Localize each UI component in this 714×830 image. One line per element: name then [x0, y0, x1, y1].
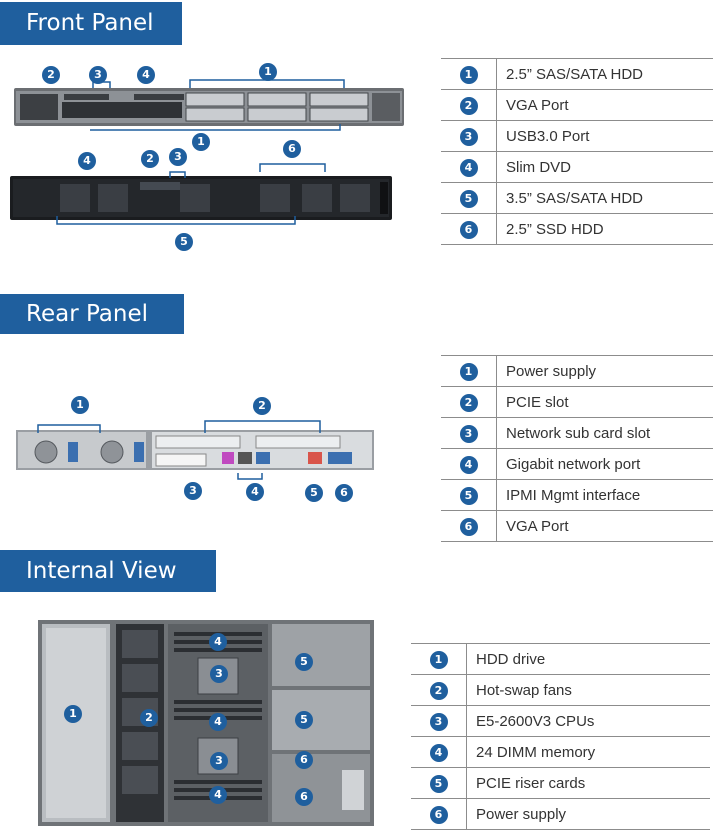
legend-label: Slim DVD — [496, 151, 713, 183]
internal-callout-5a: 5 — [295, 653, 313, 671]
legend-label: E5-2600V3 CPUs — [466, 705, 710, 737]
internal-view-image — [38, 620, 374, 826]
rear-panel-title: Rear Panel — [0, 294, 184, 334]
front-callout-4a: 4 — [137, 66, 155, 84]
legend-label: 3.5” SAS/SATA HDD — [496, 182, 713, 214]
legend-label: VGA Port — [496, 89, 713, 121]
legend-label: HDD drive — [466, 643, 710, 675]
legend-label: IPMI Mgmt interface — [496, 479, 713, 511]
legend-label: USB3.0 Port — [496, 120, 713, 152]
internal-view-title: Internal View — [0, 550, 216, 592]
legend-label: 24 DIMM memory — [466, 736, 710, 768]
internal-callout-4b: 4 — [209, 713, 227, 731]
internal-callout-3a: 3 — [210, 665, 228, 683]
rear-callout-4: 4 — [246, 483, 264, 501]
legend-label: 2.5” SAS/SATA HDD — [496, 58, 713, 90]
internal-callout-5b: 5 — [295, 711, 313, 729]
legend-label: Hot-swap fans — [466, 674, 710, 706]
rear-callout-2: 2 — [253, 397, 271, 415]
front-callout-5a: 5 — [175, 233, 193, 251]
legend-label: 2.5” SSD HDD — [496, 213, 713, 245]
front-callout-6a: 6 — [283, 140, 301, 158]
legend-label: VGA Port — [496, 510, 713, 542]
rear-callout-3: 3 — [184, 482, 202, 500]
front-1u-server-image — [14, 88, 404, 126]
front-dark-bracket-lines — [56, 163, 326, 225]
legend-label: PCIE slot — [496, 386, 713, 418]
rear-callout-1: 1 — [71, 396, 89, 414]
internal-callout-2: 2 — [140, 709, 158, 727]
front-callout-4b: 4 — [78, 152, 96, 170]
legend-label: Power supply — [496, 355, 713, 387]
front-1u-bracket-lines — [90, 79, 345, 131]
front-panel-title: Front Panel — [0, 2, 182, 45]
internal-callout-1: 1 — [64, 705, 82, 723]
front-callout-2b: 2 — [141, 150, 159, 168]
legend-label: Gigabit network port — [496, 448, 713, 480]
legend-label: Power supply — [466, 798, 710, 830]
internal-callout-6a: 6 — [295, 751, 313, 769]
rear-callout-6: 6 — [335, 484, 353, 502]
rear-callout-5: 5 — [305, 484, 323, 502]
internal-callout-4c: 4 — [209, 786, 227, 804]
front-callout-3b: 3 — [169, 148, 187, 166]
front-callout-1b: 1 — [192, 133, 210, 151]
rear-bracket-lines — [37, 420, 321, 480]
legend-label: PCIE riser cards — [466, 767, 710, 799]
internal-callout-6b: 6 — [295, 788, 313, 806]
front-dark-server-image — [10, 176, 392, 220]
front-callout-1a: 1 — [259, 63, 277, 81]
front-callout-2a: 2 — [42, 66, 60, 84]
internal-callout-3b: 3 — [210, 752, 228, 770]
legend-label: Network sub card slot — [496, 417, 713, 449]
front-callout-3a: 3 — [89, 66, 107, 84]
rear-server-image — [16, 430, 374, 470]
internal-callout-4a: 4 — [209, 633, 227, 651]
